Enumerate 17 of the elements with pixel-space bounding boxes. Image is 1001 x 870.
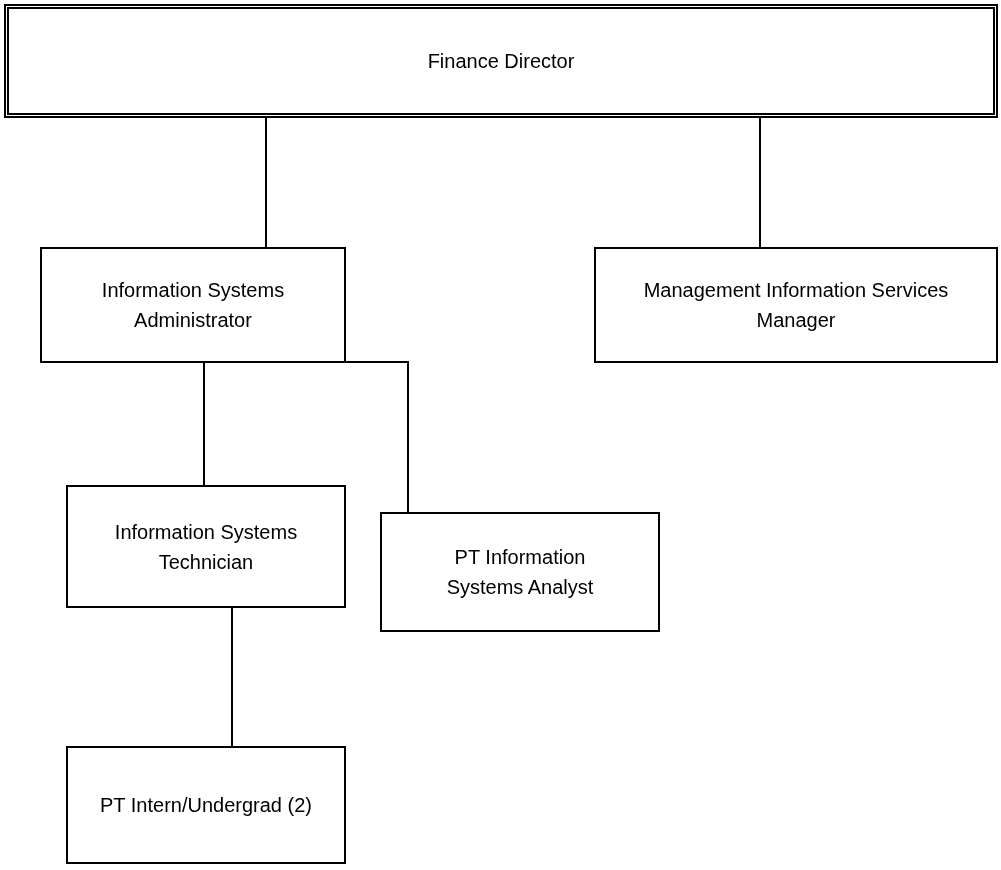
connector-line xyxy=(265,117,267,248)
connector-line xyxy=(231,607,233,747)
role-box xyxy=(66,746,346,864)
connector-line xyxy=(203,362,205,486)
role-box xyxy=(594,247,998,363)
role-title: Information Systems Administrator xyxy=(100,278,286,333)
connector-line xyxy=(345,361,409,513)
role-title: Information Systems Technician xyxy=(113,519,299,575)
role-title: Management Information Services Manager xyxy=(642,278,950,333)
role-box xyxy=(66,485,346,608)
role-title: PT Information Systems Analyst xyxy=(445,545,595,600)
role-title: PT Intern/Undergrad (2) xyxy=(100,793,312,818)
connector-line xyxy=(759,117,761,248)
role-box xyxy=(380,512,660,632)
role-title: Finance Director xyxy=(427,49,575,74)
role-box xyxy=(40,247,346,363)
title-box xyxy=(4,4,998,118)
